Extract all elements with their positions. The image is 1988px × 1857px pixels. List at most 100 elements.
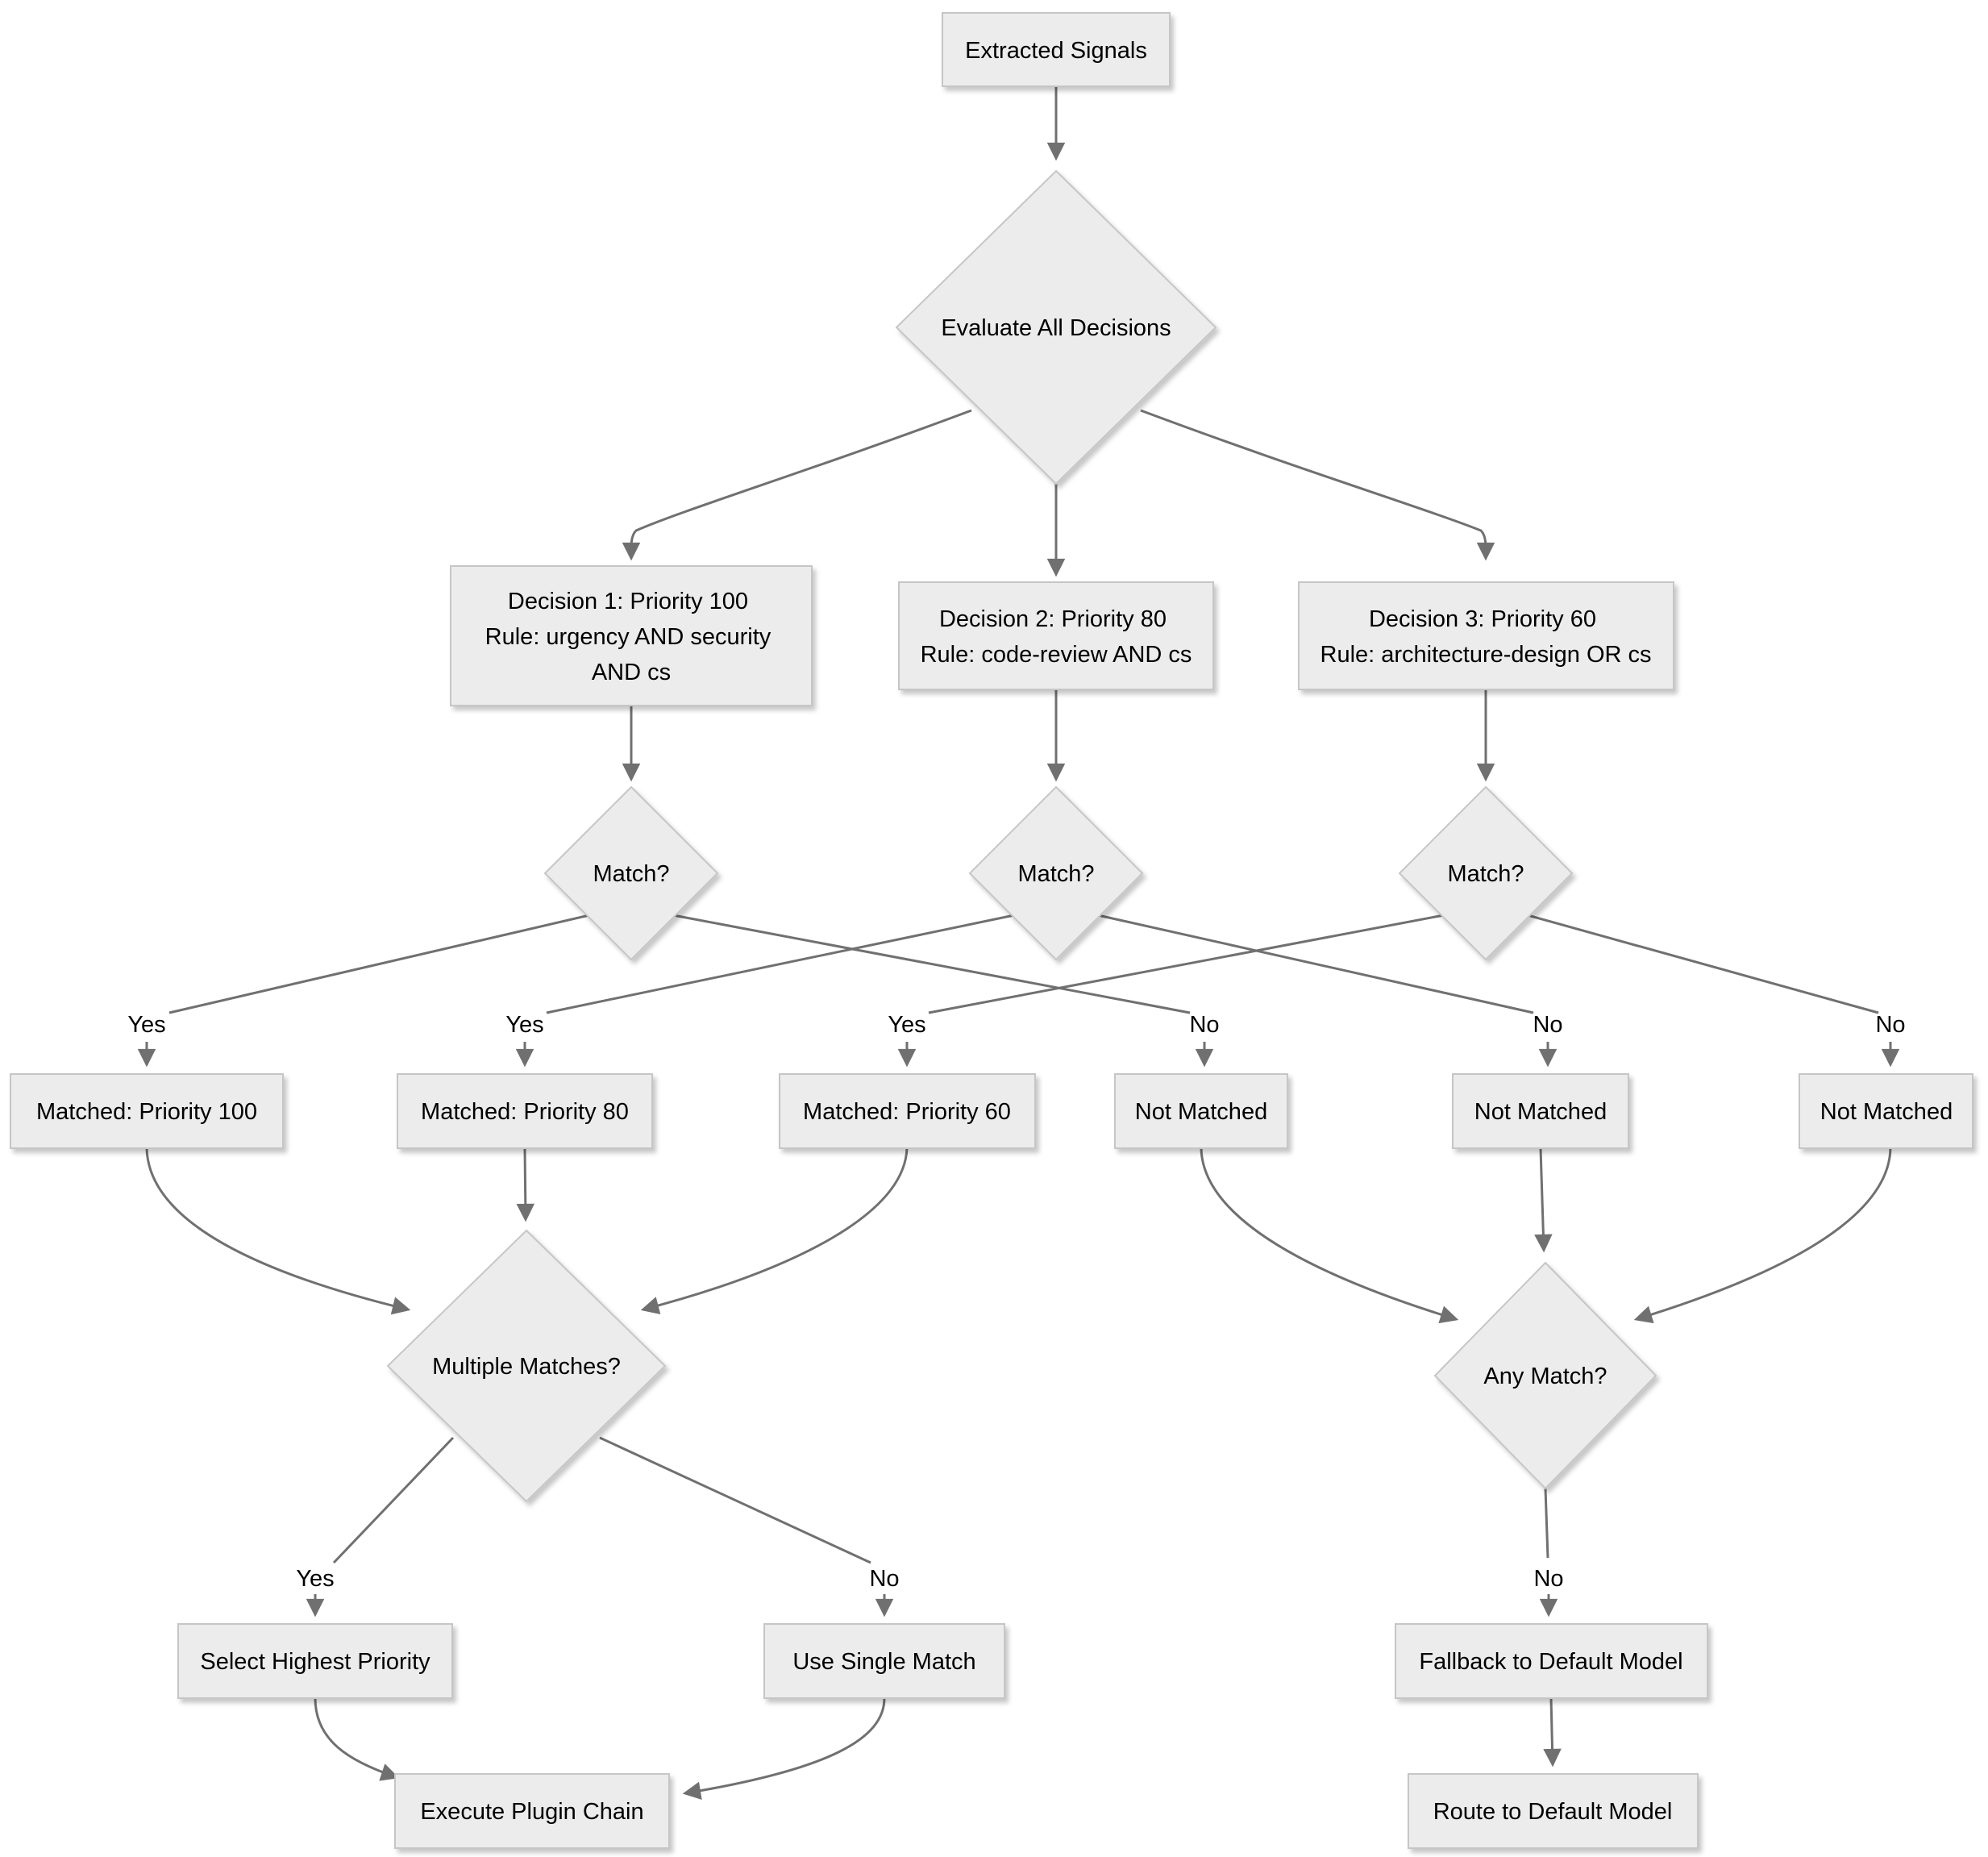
node-extracted-signals: Extracted Signals: [942, 12, 1171, 87]
node-match-2: Match?: [968, 785, 1144, 961]
extracted-signals-box: [942, 12, 1171, 87]
match-1-diamond: [543, 785, 719, 961]
node-decision-2: Decision 2: Priority 80 Rule: code-revie…: [898, 581, 1214, 690]
not-matched-3-box: [1799, 1073, 1973, 1149]
node-match-3: Match?: [1398, 785, 1574, 961]
decision-2-label: Decision 2: Priority 80 Rule: code-revie…: [921, 606, 1192, 668]
evaluate-all-decisions-label: Evaluate All Decisions: [941, 315, 1171, 341]
matched-priority-80-label: Matched: Priority 80: [421, 1099, 629, 1125]
edge-matched60-to-multiple: [640, 1147, 909, 1315]
match-1-label: Match?: [593, 861, 669, 887]
node-decision-3: Decision 3: Priority 60 Rule: architectu…: [1298, 581, 1674, 690]
match-3-diamond: [1398, 785, 1574, 961]
edge-label-no-3: No: [1875, 1012, 1905, 1038]
edge-label-no-2: No: [1533, 1012, 1562, 1038]
edge-evaluate-to-decision3: [1140, 409, 1495, 561]
edge-notmatched3-to-anymatch: [1633, 1147, 1892, 1324]
execute-plugin-chain-box: [394, 1773, 670, 1849]
edge-label-yes-3: Yes: [888, 1012, 925, 1038]
node-multiple-matches: Multiple Matches?: [386, 1229, 667, 1503]
edge-match1-to-no-label1: [672, 914, 1191, 1014]
edge-multiple-to-yes-label: [332, 1436, 455, 1564]
node-not-matched-2: Not Matched: [1452, 1073, 1629, 1149]
edge-label-no-1: No: [1189, 1012, 1219, 1038]
node-select-highest-priority: Select Highest Priority: [177, 1623, 453, 1699]
edge-label-no-anymatch: No: [1533, 1566, 1563, 1592]
edge-label-yes-multiple: Yes: [296, 1566, 334, 1592]
select-highest-priority-label: Select Highest Priority: [200, 1649, 430, 1675]
decision-3-line-1: Decision 3: Priority 60: [1369, 606, 1596, 632]
edge-notmatched1-to-anymatch: [1200, 1147, 1459, 1324]
decision-1-line-1: Decision 1: Priority 100: [508, 589, 748, 614]
match-3-label: Match?: [1447, 861, 1524, 887]
edge-labels: Yes Yes Yes No No No Yes No No: [127, 1012, 1905, 1592]
decision-3-line-2: Rule: architecture-design OR cs: [1320, 642, 1652, 668]
decision-1-label: Decision 1: Priority 100 Rule: urgency A…: [485, 589, 778, 685]
decision-1-box: [450, 565, 813, 706]
edge-multiple-to-no-label: [599, 1436, 871, 1564]
edge-match2-to-yes-label2: [546, 914, 1015, 1014]
node-not-matched-1: Not Matched: [1114, 1073, 1288, 1149]
any-match-diamond: [1433, 1261, 1657, 1490]
route-to-default-model-label: Route to Default Model: [1433, 1799, 1673, 1825]
decision-3-label: Decision 3: Priority 60 Rule: architectu…: [1320, 606, 1652, 668]
node-any-match: Any Match?: [1433, 1261, 1657, 1490]
evaluate-all-decisions-diamond: [895, 169, 1217, 485]
matched-priority-60-box: [779, 1073, 1036, 1149]
execute-plugin-chain-label: Execute Plugin Chain: [420, 1799, 643, 1825]
edges: [137, 86, 1900, 1800]
edge-match3-to-yes-label3: [928, 914, 1445, 1014]
not-matched-1-box: [1114, 1073, 1288, 1149]
decision-1-line-3: AND cs: [592, 660, 671, 685]
edge-label-yes-1: Yes: [127, 1012, 165, 1038]
match-2-diamond: [968, 785, 1144, 961]
edge-anymatch-to-no-label: [1544, 1488, 1549, 1559]
decision-2-line-1: Decision 2: Priority 80: [939, 606, 1167, 632]
edge-label-yes-2: Yes: [505, 1012, 543, 1038]
decision-3-box: [1298, 581, 1674, 690]
node-fallback-to-default-model: Fallback to Default Model: [1395, 1623, 1708, 1699]
any-match-label: Any Match?: [1483, 1364, 1607, 1389]
node-match-1: Match?: [543, 785, 719, 961]
edge-single-to-execute: [682, 1697, 886, 1800]
edge-notmatched2-to-anymatch: [1534, 1147, 1553, 1253]
node-evaluate-all-decisions: Evaluate All Decisions: [895, 169, 1217, 485]
not-matched-3-label: Not Matched: [1820, 1099, 1953, 1125]
node-execute-plugin-chain: Execute Plugin Chain: [394, 1773, 670, 1849]
use-single-match-label: Use Single Match: [792, 1649, 975, 1675]
fallback-to-default-model-label: Fallback to Default Model: [1419, 1649, 1682, 1675]
edge-match2-to-no-label2: [1097, 914, 1534, 1014]
node-route-to-default-model: Route to Default Model: [1408, 1773, 1699, 1849]
decision-2-line-2: Rule: code-review AND cs: [921, 642, 1192, 668]
not-matched-2-box: [1452, 1073, 1629, 1149]
fallback-to-default-model-box: [1395, 1623, 1708, 1699]
matched-priority-100-box: [10, 1073, 284, 1149]
multiple-matches-label: Multiple Matches?: [432, 1354, 621, 1380]
use-single-match-box: [763, 1623, 1005, 1699]
node-not-matched-3: Not Matched: [1799, 1073, 1973, 1149]
extracted-signals-label: Extracted Signals: [965, 38, 1147, 64]
edge-select-to-execute: [314, 1697, 400, 1781]
node-use-single-match: Use Single Match: [763, 1623, 1005, 1699]
decision-1-line-2: Rule: urgency AND security: [485, 624, 771, 650]
node-decision-1: Decision 1: Priority 100 Rule: urgency A…: [450, 565, 813, 706]
matched-priority-60-label: Matched: Priority 60: [803, 1099, 1011, 1125]
node-matched-priority-60: Matched: Priority 60: [779, 1073, 1036, 1149]
multiple-matches-diamond: [386, 1229, 667, 1503]
not-matched-1-label: Not Matched: [1135, 1099, 1267, 1125]
edge-match3-to-no-label3: [1527, 914, 1879, 1014]
edge-fallback-to-route: [1543, 1697, 1562, 1767]
matched-priority-100-label: Matched: Priority 100: [36, 1099, 257, 1125]
edge-evaluate-to-decision1: [622, 409, 972, 561]
decision-2-box: [898, 581, 1214, 690]
edge-match1-to-yes-label1: [168, 914, 590, 1014]
edge-label-no-multiple: No: [869, 1566, 899, 1592]
not-matched-2-label: Not Matched: [1474, 1099, 1607, 1125]
edge-matched80-to-multiple: [516, 1147, 535, 1222]
matched-priority-80-box: [397, 1073, 653, 1149]
node-matched-priority-100: Matched: Priority 100: [10, 1073, 284, 1149]
node-matched-priority-80: Matched: Priority 80: [397, 1073, 653, 1149]
edge-matched100-to-multiple: [145, 1147, 411, 1315]
